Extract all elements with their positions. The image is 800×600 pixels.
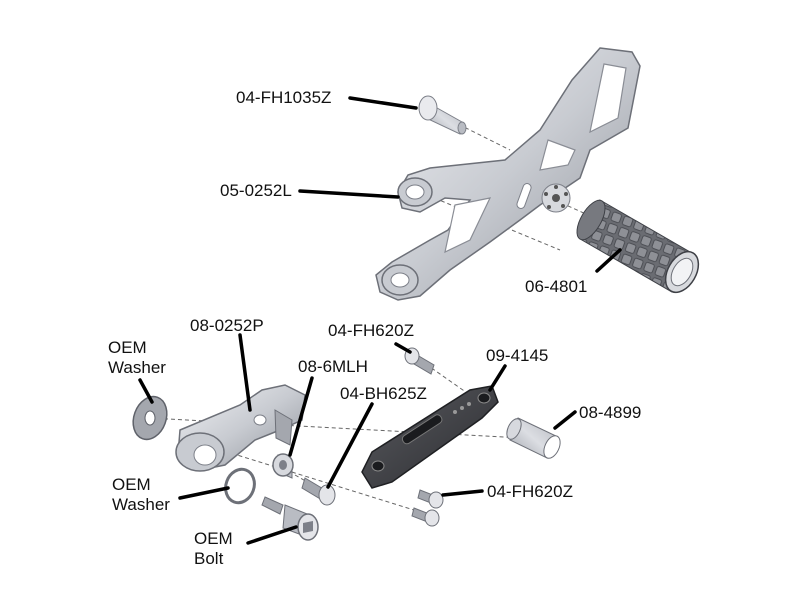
- callout-bh-screw: 04-BH625Z: [340, 384, 427, 403]
- leader-screw-top: [394, 342, 412, 354]
- callout-bolt-top: 04-FH1035Z: [236, 88, 332, 107]
- callout-oem-washer-top: OEM Washer: [108, 338, 166, 378]
- leader-oem-washer-top: [138, 378, 154, 404]
- callout-oem-washer-bottom-line2: Washer: [112, 495, 170, 514]
- leader-lines: [138, 96, 622, 545]
- mlh-nut-part: [272, 453, 294, 479]
- leader-bolt-top: [348, 96, 418, 110]
- callout-oem-washer-top-line1: OEM: [108, 338, 147, 357]
- callout-bracket: 05-0252L: [220, 181, 292, 200]
- leader-bh-screw: [326, 402, 374, 489]
- callout-mlh: 08-6MLH: [298, 357, 368, 376]
- oem-washer-bottom-part: [224, 467, 256, 505]
- callout-oem-bolt-line2: Bolt: [194, 549, 224, 568]
- pivot-arm-part: [175, 384, 306, 472]
- leader-mlh: [288, 376, 314, 457]
- leader-oem-washer-bottom: [178, 486, 230, 500]
- callout-oem-washer-bottom-line1: OEM: [112, 475, 151, 494]
- oem-washer-top-part: [132, 395, 168, 441]
- callout-shift-plate: 09-4145: [486, 346, 549, 365]
- shift-linkage-plate-part: [361, 385, 499, 489]
- leader-oem-bolt: [246, 525, 298, 545]
- flat-head-bolt-top-part: [418, 95, 467, 135]
- leader-footpeg: [595, 248, 622, 273]
- callout-spacer: 08-4899: [579, 403, 642, 422]
- leader-bracket: [298, 189, 400, 199]
- leader-screw-bottom: [441, 489, 484, 497]
- flat-head-screws-bottom-part: [411, 489, 444, 527]
- leader-shift-plate: [488, 364, 507, 392]
- callout-footpeg: 06-4801: [525, 277, 588, 296]
- rearset-bracket-part: [375, 47, 641, 301]
- spacer-sleeve-part: [506, 417, 561, 459]
- callout-pivot-arm: 08-0252P: [190, 316, 264, 335]
- button-head-screw-part: [301, 477, 336, 506]
- callout-screw-top: 04-FH620Z: [328, 321, 414, 340]
- leader-pivot-arm: [238, 333, 252, 412]
- callout-oem-bolt-line1: OEM: [194, 529, 233, 548]
- callout-screw-bottom: 04-FH620Z: [487, 482, 573, 501]
- oem-bolt-part: [261, 496, 319, 541]
- leader-spacer: [553, 410, 577, 430]
- callout-oem-bolt: OEM Bolt: [194, 529, 233, 569]
- footpeg-part: [576, 199, 700, 294]
- callout-oem-washer-top-line2: Washer: [108, 358, 166, 377]
- callout-oem-washer-bottom: OEM Washer: [112, 475, 170, 515]
